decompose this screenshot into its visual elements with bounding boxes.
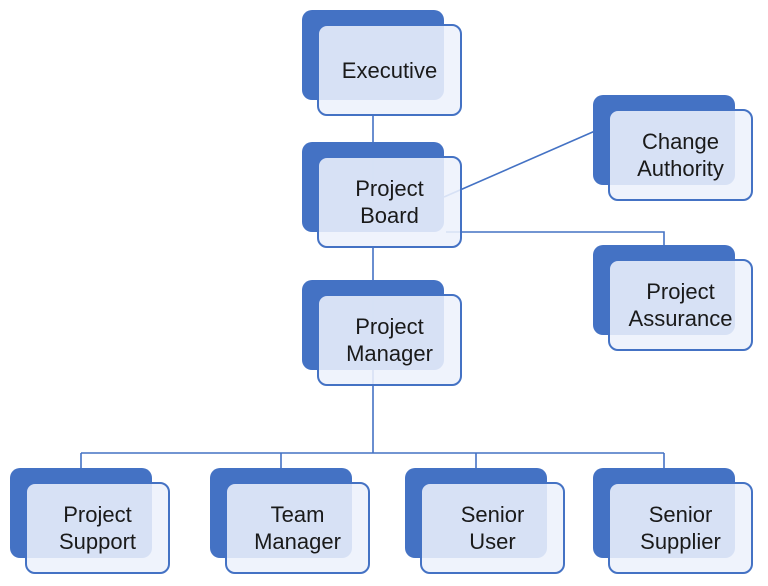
node-label-line: Senior (460, 502, 525, 527)
node-label-line: Support (58, 529, 137, 554)
node-label-line: Project (646, 279, 715, 304)
node-label-line: Project (355, 176, 424, 201)
node-label-line: Authority (637, 156, 724, 181)
node-card: Executive (317, 24, 462, 116)
org-node-executive: Executive (302, 10, 464, 118)
node-label-line: Team (270, 502, 325, 527)
node-label: Executive (342, 57, 437, 84)
node-label-line: User (469, 529, 516, 554)
node-label-line: Supplier (640, 529, 721, 554)
node-label-line: Senior (648, 502, 713, 527)
node-label-line: Change (641, 129, 720, 154)
node-label-line: Executive (341, 57, 438, 83)
node-label-line: Board (360, 203, 419, 228)
node-label-line: Project (63, 502, 132, 527)
node-label-line: Assurance (628, 306, 733, 331)
node-label-line: Project (355, 314, 424, 339)
node-label-line: Manager (254, 529, 341, 554)
connector-line (443, 130, 596, 198)
node-label-line: Manager (346, 341, 433, 366)
